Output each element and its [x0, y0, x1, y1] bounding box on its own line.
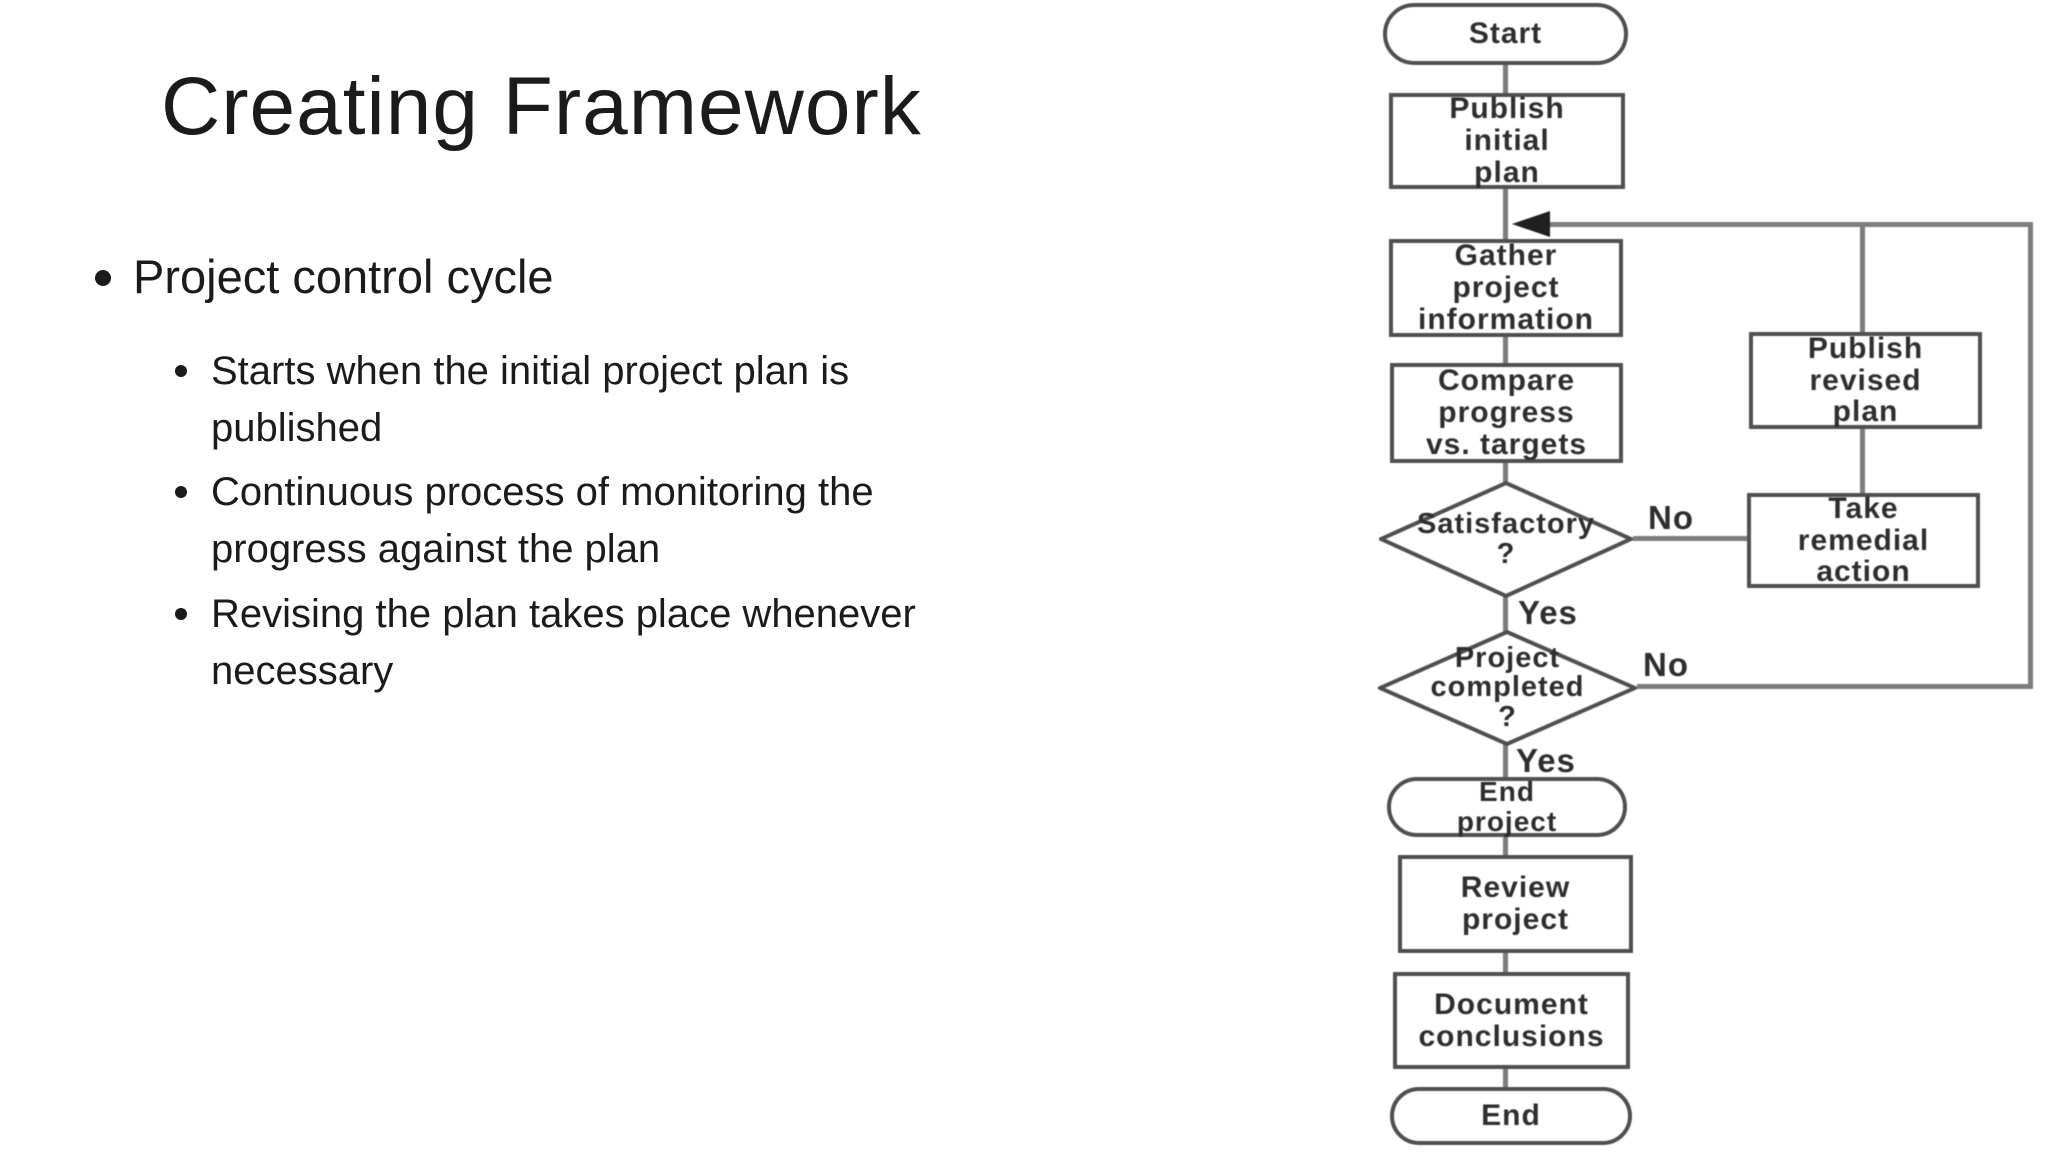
connector-end-project-to-review [1503, 835, 1508, 857]
connector-start-to-publish-initial [1503, 63, 1508, 95]
bullet-dot [175, 486, 187, 499]
bullet-list: Project control cycle Starts when the in… [95, 248, 1145, 700]
connector-review-to-document [1503, 951, 1508, 974]
connector-completed-no-loop [1637, 684, 2033, 689]
connector-completed-yes-to-end-project [1503, 744, 1508, 779]
edge-label-project-completed-no: No [1643, 646, 1689, 683]
decision-label: Satisfactory ? [1416, 507, 1595, 570]
bullet-dot [95, 270, 111, 286]
connector-revised-up-to-loop [1860, 224, 1865, 332]
sub-bullet-item: Starts when the initial project plan is … [175, 343, 1145, 457]
flowchart-node-document-conclusions: Document conclusions [1393, 972, 1630, 1069]
bullet-text: Project control cycle [133, 250, 554, 303]
loop-line-top [1548, 222, 2032, 227]
edge-label-satisfactory-no: No [1648, 499, 1694, 536]
edge-label-satisfactory-yes: Yes [1518, 594, 1578, 631]
connector-gather-to-compare [1503, 335, 1508, 365]
flowchart-node-start: Start [1383, 3, 1628, 65]
page-title: Creating Framework [161, 61, 922, 152]
diamond-shape [1378, 630, 1637, 746]
flowchart-node-gather-project-information: Gather project information [1389, 239, 1623, 337]
sub-bullet-text: Starts when the initial project plan is … [211, 348, 850, 450]
bullet-dot [175, 607, 187, 620]
diamond-shape [1379, 481, 1633, 598]
sub-bullet-item: Revising the plan takes place whenever n… [175, 586, 1145, 700]
loop-line-right [2028, 222, 2033, 689]
connector-satisfactory-yes-to-completed [1503, 596, 1508, 632]
decision-label: Project completed ? [1430, 641, 1585, 733]
connector-document-to-end [1503, 1067, 1508, 1089]
sub-bullet-list: Starts when the initial project plan is … [175, 343, 1145, 700]
sub-bullet-item: Continuous process of monitoring the pro… [175, 464, 1145, 578]
edge-label-project-completed-yes: Yes [1516, 742, 1576, 779]
flowchart-node-compare-progress: Compare progress vs. targets [1390, 363, 1623, 463]
flowchart-decision-satisfactory: Satisfactory ? [1379, 481, 1633, 598]
connector-satisfactory-no-to-remedial [1633, 536, 1747, 541]
flowchart-node-end: End [1390, 1087, 1632, 1145]
connector-publish-initial-to-gather [1503, 187, 1508, 241]
sub-bullet-text: Revising the plan takes place whenever n… [211, 591, 916, 693]
sub-bullet-text: Continuous process of monitoring the pro… [211, 470, 874, 572]
flowchart-decision-project-completed: Project completed ? [1378, 630, 1637, 746]
bullet-dot [175, 364, 187, 377]
bullet-item-level1: Project control cycle [95, 248, 1145, 307]
connector-compare-to-satisfactory [1503, 461, 1508, 483]
flowchart-node-publish-initial-plan: Publish initial plan [1389, 93, 1625, 189]
flowchart-node-publish-revised-plan: Publish revised plan [1749, 332, 1982, 429]
flowchart-node-end-project: End project [1387, 777, 1627, 837]
flowchart-node-review-project: Review project [1398, 855, 1633, 953]
connector-remedial-to-revised [1860, 429, 1865, 493]
flowchart-node-take-remedial-action: Take remedial action [1747, 492, 1980, 588]
loop-arrowhead-icon [1512, 211, 1550, 237]
